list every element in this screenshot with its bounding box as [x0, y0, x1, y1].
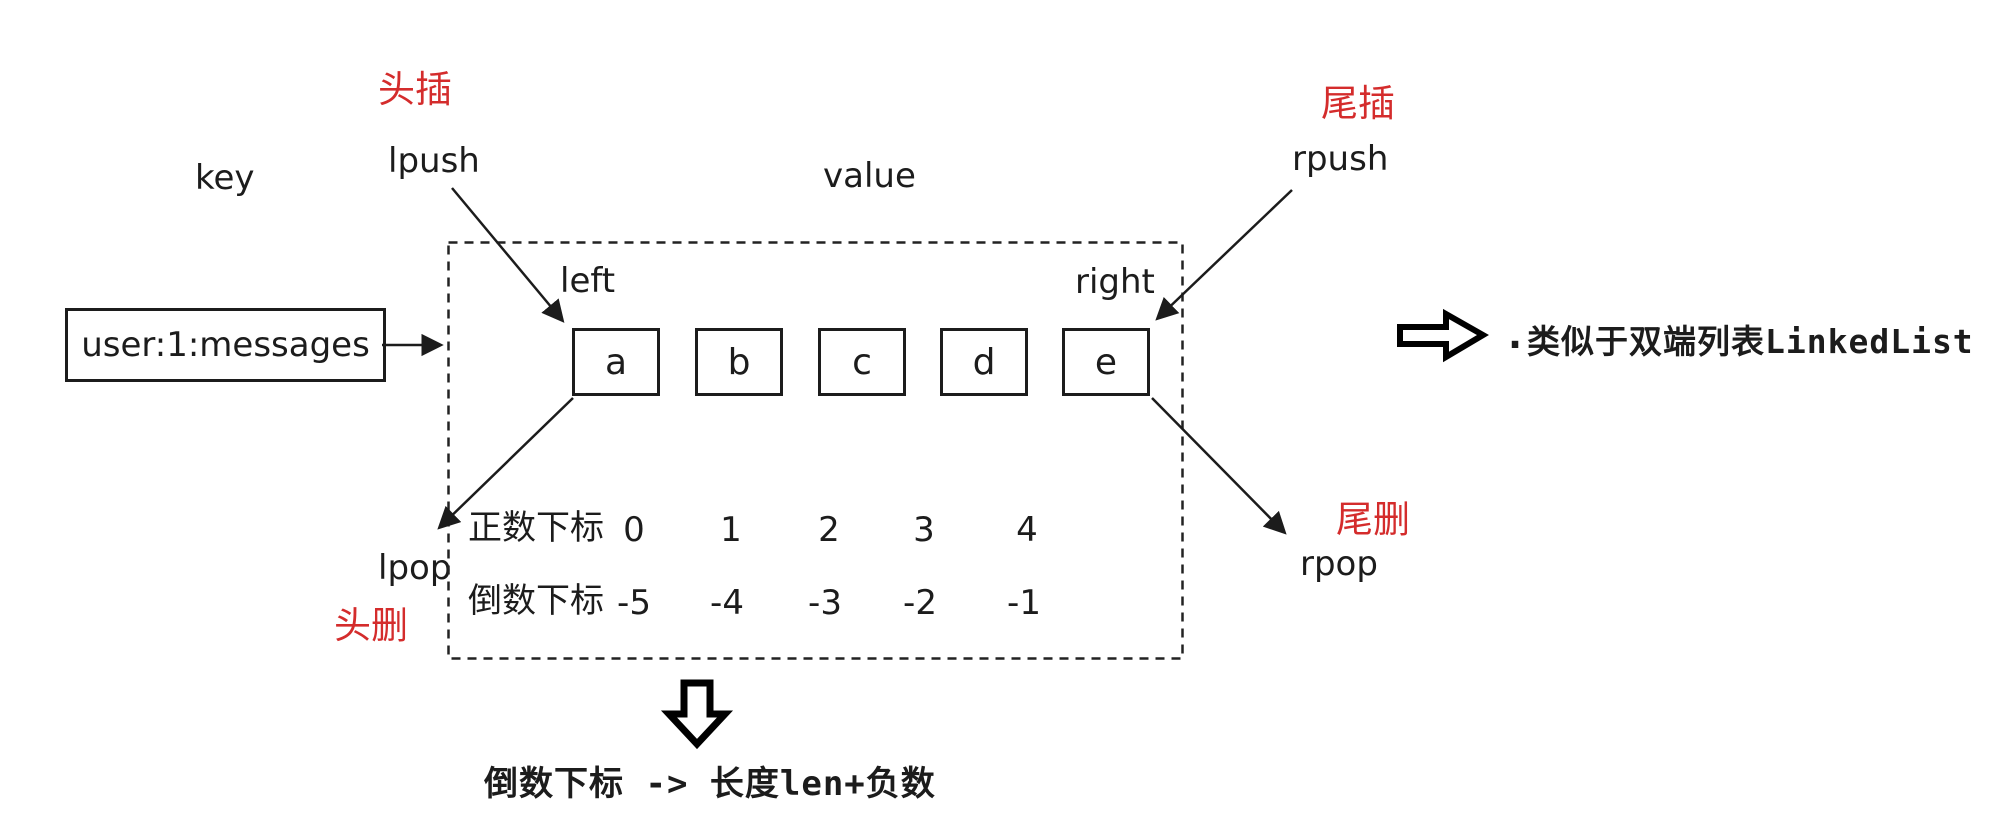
list-cell-b: b — [695, 328, 783, 396]
list-cell-e: e — [1062, 328, 1150, 396]
linkedlist-note: 类似于双端列表LinkedList — [1527, 322, 1974, 361]
lpush-label: lpush — [388, 141, 480, 181]
rpush-label: rpush — [1292, 139, 1389, 179]
list-cell-d: d — [940, 328, 1028, 396]
list-cell-e-value: e — [1094, 341, 1118, 383]
head-delete-label: 头删 — [334, 604, 408, 647]
right-end-label: right — [1075, 262, 1155, 302]
negative-index-formula: 倒数下标 -> 长度len+负数 — [484, 764, 936, 804]
list-cell-b-value: b — [727, 341, 751, 383]
negative-index-4: -1 — [1007, 583, 1041, 623]
tail-insert-label: 尾插 — [1321, 82, 1395, 125]
list-cell-d-value: d — [972, 341, 996, 383]
list-cell-a: a — [572, 328, 660, 396]
positive-index-2: 2 — [818, 510, 840, 550]
left-end-label: left — [560, 261, 616, 301]
positive-index-1: 1 — [720, 510, 742, 550]
tail-delete-label: 尾删 — [1336, 498, 1410, 541]
negative-index-1: -4 — [710, 583, 744, 623]
list-cell-a-value: a — [604, 341, 628, 383]
key-box-text: user:1:messages — [81, 325, 370, 365]
positive-index-3: 3 — [913, 510, 935, 550]
negative-index-0: -5 — [617, 583, 651, 623]
rpush-arrow — [1155, 189, 1293, 321]
negative-index-3: -2 — [903, 583, 937, 623]
lpop-label: lpop — [378, 548, 452, 588]
linkedlist-note-dot: . — [1503, 312, 1529, 358]
list-cell-c: c — [818, 328, 906, 396]
rpop-label: rpop — [1300, 544, 1378, 584]
key-label: key — [195, 158, 255, 198]
key-box: user:1:messages — [65, 308, 386, 382]
positive-index-0: 0 — [623, 510, 645, 550]
positive-index-4: 4 — [1016, 510, 1038, 550]
value-label: value — [823, 156, 916, 196]
rpop-arrow — [1151, 397, 1287, 535]
right-block-arrow-icon — [1397, 308, 1489, 363]
down-block-arrow-icon — [660, 679, 734, 750]
head-insert-label: 头插 — [378, 68, 452, 111]
negative-index-label: 倒数下标 — [468, 581, 604, 621]
lpush-arrow — [451, 187, 565, 323]
negative-index-2: -3 — [808, 583, 842, 623]
positive-index-label: 正数下标 — [468, 508, 604, 548]
list-cell-c-value: c — [852, 341, 872, 383]
